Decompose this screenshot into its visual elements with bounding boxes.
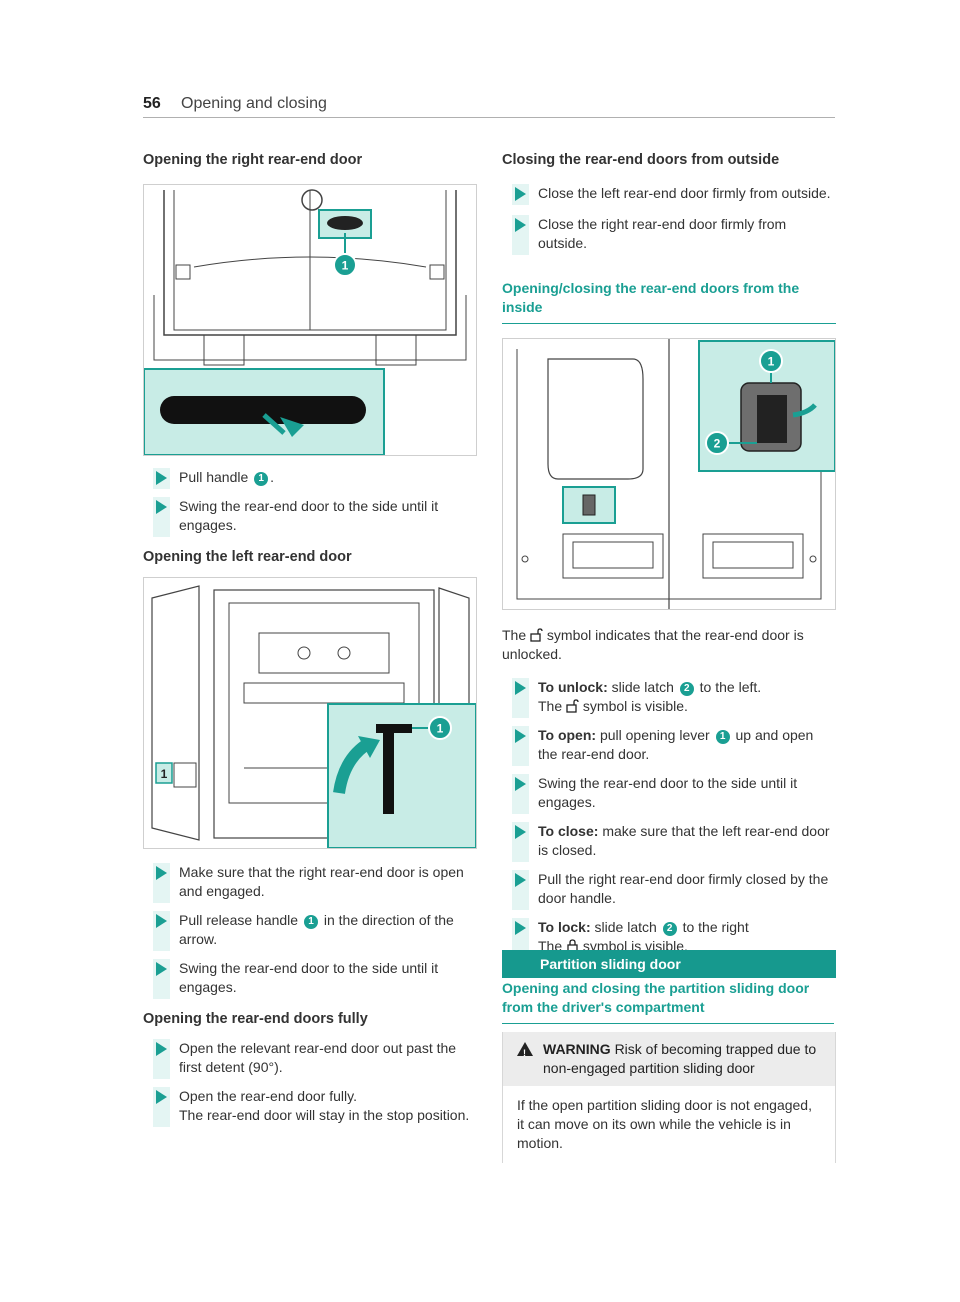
figure-callout: 1 — [437, 722, 444, 736]
step-arrow-icon — [515, 218, 526, 232]
step-arrow-icon — [515, 777, 526, 791]
step-arrow-icon — [515, 921, 526, 935]
callout-marker: 1 — [254, 472, 269, 486]
subsection-title-partition: Opening and closing the partition slidin… — [502, 979, 834, 1024]
step-arrow-icon — [515, 729, 526, 743]
warning-body: If the open partition sliding door is no… — [517, 1097, 812, 1151]
step-arrow-icon — [515, 873, 526, 887]
step-arrow-icon — [515, 187, 526, 201]
figure-right-rear-door: 1 — [143, 184, 477, 456]
figure-callout: 2 — [714, 437, 721, 451]
chapter-title: Opening and closing — [181, 95, 327, 112]
step-open-fully: Open the rear-end door fully. The rear-e… — [143, 1087, 477, 1127]
step-arrow-icon — [515, 825, 526, 839]
rear-door-inside-illustration: 1 2 — [503, 339, 835, 609]
van-rear-illustration: 1 — [144, 185, 476, 455]
step-pull-handle: Pull handle 1. — [143, 468, 477, 489]
step-pull-release: Pull release handle 1 in the direction o… — [143, 911, 477, 951]
section-title-right-door: Opening the right rear-end door — [143, 152, 363, 168]
figure-left-rear-door: 1 1 — [143, 577, 477, 849]
step-close-left: Close the left rear-end door firmly from… — [502, 184, 836, 205]
warning-label: WARNING — [543, 1041, 611, 1057]
van-interior-illustration: 1 1 — [144, 578, 476, 848]
section-title-fully: Opening the rear-end doors fully — [143, 1011, 368, 1027]
right-column: Closing the rear-end doors from outside … — [502, 152, 836, 958]
step-swing-door: Swing the rear-end door to the side unti… — [143, 497, 477, 537]
step-swing-door: Swing the rear-end door to the side unti… — [143, 959, 477, 999]
step-arrow-icon — [156, 914, 167, 928]
subsection-title-inside: Opening/closing the rear-end doors from … — [502, 279, 836, 324]
unlocked-symbol-note: The symbol indicates that the rear-end d… — [502, 627, 804, 662]
unlocked-padlock-icon — [530, 628, 543, 642]
step-pull-closed: Pull the right rear-end door firmly clos… — [502, 870, 836, 910]
callout-marker: 1 — [303, 915, 318, 929]
step-open: To open: pull opening lever 1 up and ope… — [502, 726, 836, 766]
warning-head-text: Risk of becoming trapped due to non-enga… — [543, 1041, 817, 1076]
step-close: To close: make sure that the left rear-e… — [502, 822, 836, 862]
step-arrow-icon — [156, 866, 167, 880]
step-arrow-icon — [156, 962, 167, 976]
step-arrow-icon — [156, 471, 167, 485]
step-arrow-icon — [156, 1042, 167, 1056]
step-arrow-icon — [515, 681, 526, 695]
warning-box: WARNING Risk of becoming trapped due to … — [502, 1032, 836, 1163]
left-column: Opening the right rear-end door 1 — [143, 152, 477, 1127]
page-header: 56 Opening and closing — [143, 93, 835, 118]
page-number: 56 — [143, 95, 161, 112]
step-open-past-detent: Open the relevant rear-end door out past… — [143, 1039, 477, 1079]
step-arrow-icon — [156, 500, 167, 514]
warning-header: WARNING Risk of becoming trapped due to … — [503, 1032, 835, 1086]
figure-callout: 1 — [342, 259, 349, 273]
callout-marker: 2 — [679, 682, 694, 696]
figure-callout: 1 — [768, 355, 775, 369]
step-swing-door: Swing the rear-end door to the side unti… — [502, 774, 836, 814]
callout-marker: 1 — [715, 730, 730, 744]
step-check-right-door: Make sure that the right rear-end door i… — [143, 863, 477, 903]
section-band-partition: Partition sliding door — [502, 950, 836, 978]
step-close-right: Close the right rear-end door firmly fro… — [502, 215, 836, 255]
figure-inside-doors: 1 2 — [502, 338, 836, 610]
step-unlock: To unlock: slide latch 2 to the left. Th… — [502, 678, 836, 718]
section-title-closing: Closing the rear-end doors from outside — [502, 152, 780, 168]
unlocked-padlock-icon — [566, 699, 579, 713]
warning-triangle-icon — [517, 1042, 533, 1063]
step-arrow-icon — [156, 1090, 167, 1104]
figure-label: 1 — [161, 767, 168, 781]
callout-marker: 2 — [662, 922, 677, 936]
section-title-left-door: Opening the left rear-end door — [143, 549, 352, 565]
